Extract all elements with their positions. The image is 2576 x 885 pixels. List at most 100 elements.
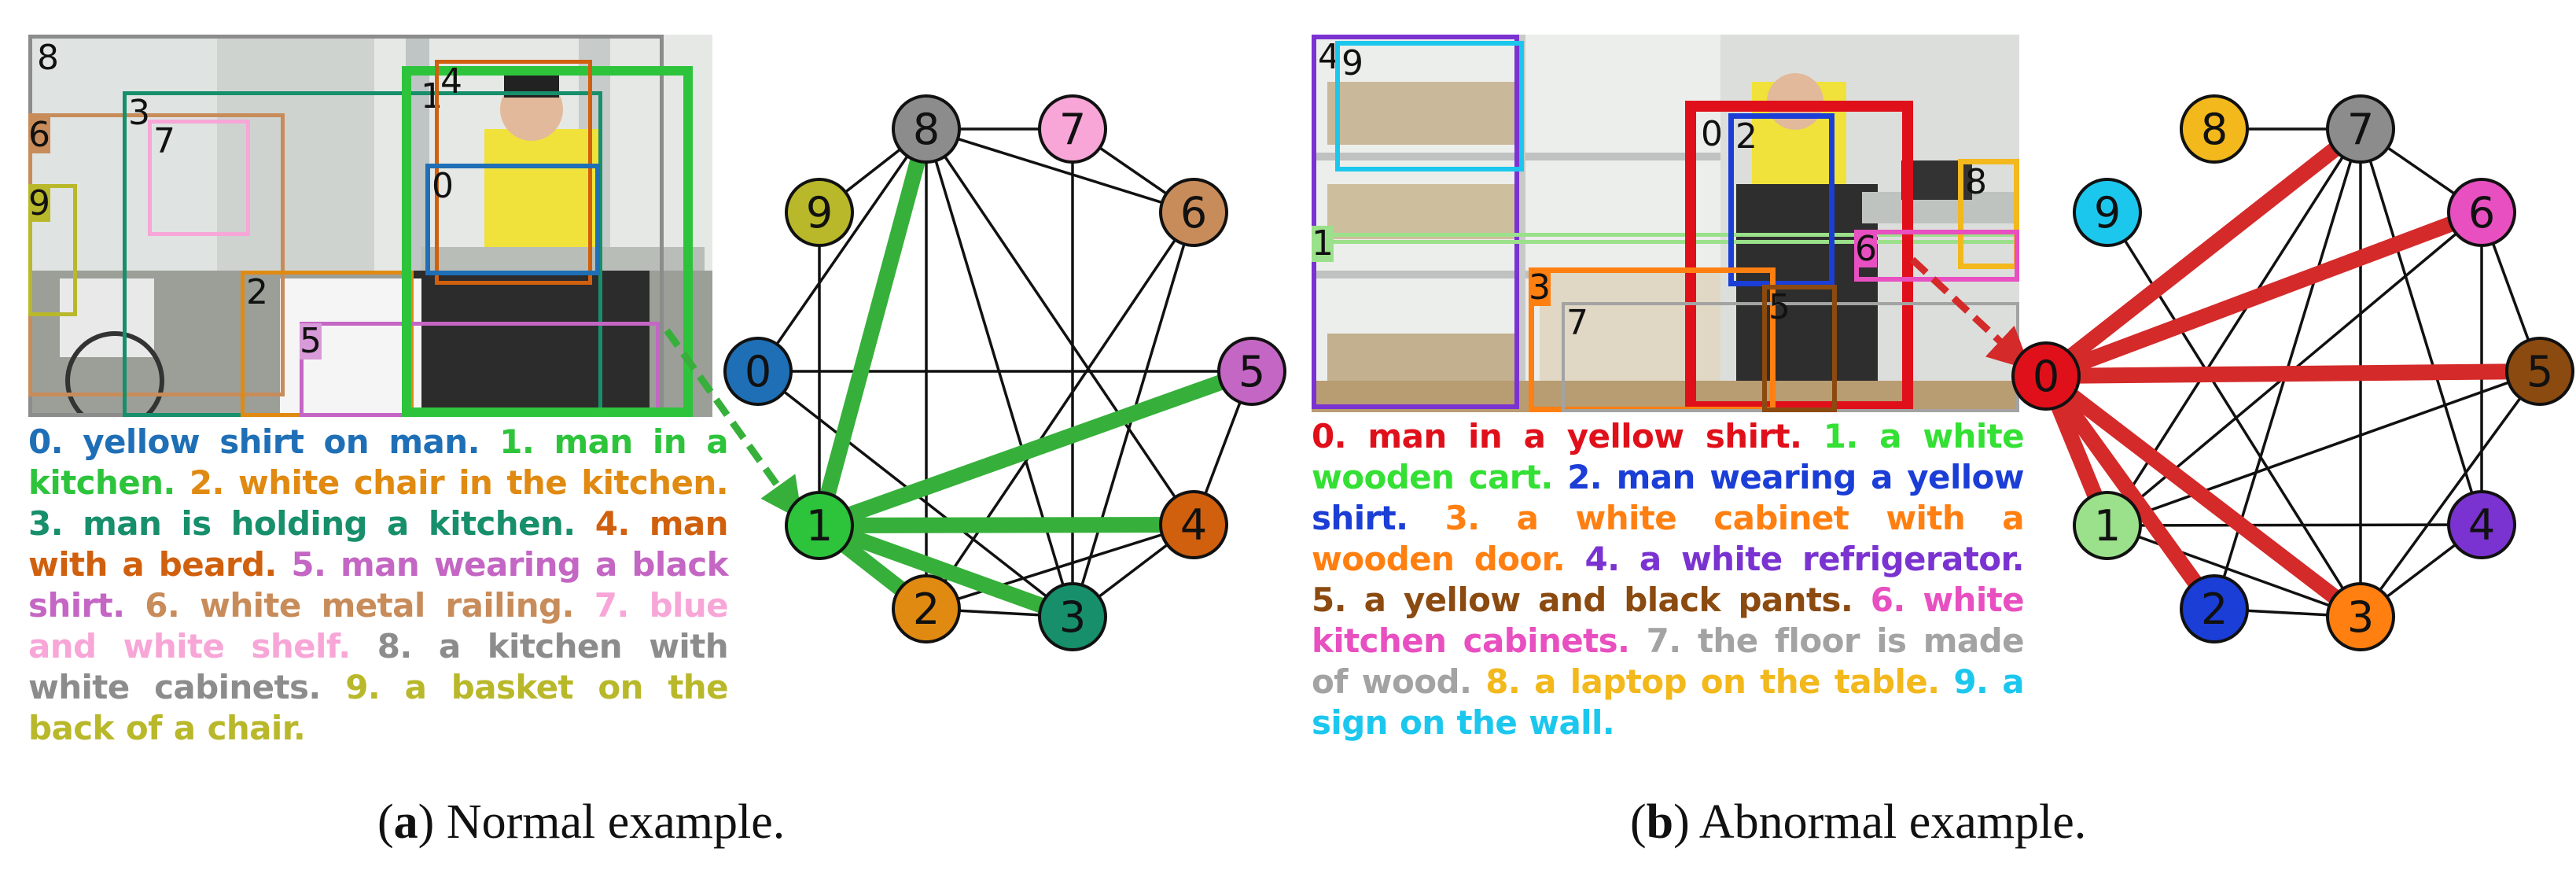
node-label: 2	[913, 584, 940, 634]
node-label: 1	[2094, 501, 2121, 551]
graph-edge-highlight-1-8	[811, 121, 934, 533]
node-label: 2	[2201, 584, 2228, 634]
graph-edge-0-8	[756, 128, 928, 372]
graph-edge-1-3	[2107, 524, 2361, 618]
graph-edge-highlight-1-3	[811, 518, 1080, 625]
graph-node-7: 7	[1038, 94, 1107, 164]
graph-node-1: 1	[2073, 491, 2142, 560]
description-6: 6. white metal railing.	[145, 586, 574, 625]
graph-node-5: 5	[2505, 337, 2574, 406]
object-descriptions-normal: 0. yellow shirt on man. 1. man in a kitc…	[28, 422, 729, 749]
bbox-label: 7	[153, 121, 175, 161]
node-circle	[2447, 490, 2516, 559]
scene-photo-abnormal: 4 9 1 0 2 8 6 3 7 5	[1312, 35, 2019, 412]
node-circle	[2447, 178, 2516, 247]
graph-edge-6-2	[925, 212, 1195, 610]
graph-edge-highlight-1-5	[811, 363, 1260, 533]
node-circle	[2180, 94, 2249, 164]
subfigure-caption-a: (a) Normal example.	[377, 795, 786, 849]
node-label: 4	[1180, 500, 1207, 550]
node-circle	[1159, 490, 1228, 559]
node-circle	[785, 491, 854, 560]
description-8: 8. a kitchen with white cabinets.	[28, 627, 729, 706]
graph-edge-8-4	[925, 128, 1195, 525]
description-5: 5. a yellow and black pants.	[1312, 581, 1853, 619]
graph-node-4: 4	[1159, 490, 1228, 559]
node-label: 3	[1059, 592, 1086, 642]
scene-photo-normal: 8 6 3 7 9 2 5 1 4 0	[28, 35, 712, 417]
graph-node-4: 4	[2447, 490, 2516, 559]
bbox-label: 3	[1529, 267, 1551, 308]
panel-normal-example: 8 6 3 7 9 2 5 1 4 0 0. yellow shirt on m…	[28, 35, 1286, 849]
node-circle	[2073, 178, 2142, 247]
bbox-label: 7	[1566, 303, 1588, 343]
node-label: 3	[2347, 592, 2374, 642]
graph-edge-2-4	[926, 523, 1194, 610]
graph-edge-highlight-0-5	[2038, 363, 2548, 384]
node-circle	[2326, 94, 2395, 164]
bbox-label: 2	[1735, 116, 1757, 157]
node-circle	[2326, 582, 2395, 651]
graph-node-0: 0	[2011, 341, 2081, 411]
node-label: 5	[2526, 347, 2553, 396]
node-circle	[1217, 337, 1286, 406]
graph-node-0: 0	[723, 337, 793, 406]
node-circle	[1038, 582, 1107, 651]
description-7: 7. the floor is made of wood.	[1312, 621, 2025, 701]
node-label: 0	[2033, 352, 2059, 401]
bbox-label: 6	[28, 115, 50, 155]
node-circle	[892, 574, 961, 643]
graph-edge-highlight-0-3	[2038, 368, 2368, 625]
description-2: 2. man wearing a yellow shirt.	[1312, 458, 2025, 537]
graph-node-5: 5	[1217, 337, 1286, 406]
graph-edge-5-3	[2359, 370, 2541, 618]
bbox-label: 9	[28, 183, 50, 223]
bbox-7: 7	[148, 120, 250, 236]
office-scene-illustration	[1312, 35, 2019, 412]
graph-edge-8-3	[925, 128, 1074, 618]
bbox-1: 1	[402, 66, 693, 417]
bbox-8: 8	[1958, 159, 2019, 269]
node-circle	[723, 337, 793, 406]
graph-node-3: 3	[1038, 582, 1107, 651]
object-descriptions-abnormal: 0. man in a yellow shirt. 1. a white woo…	[1312, 416, 2025, 743]
graph-node-6: 6	[1159, 178, 1228, 247]
graph-node-9: 9	[2073, 178, 2142, 247]
graph-node-2: 2	[2180, 574, 2249, 643]
node-circle	[2180, 574, 2249, 643]
bbox-label: 0	[1701, 114, 1723, 154]
description-3: 3. man is holding a kitchen.	[28, 504, 576, 543]
node-label: 1	[806, 501, 833, 551]
node-label: 0	[745, 347, 771, 396]
bbox-label: 8	[37, 38, 59, 78]
node-label: 7	[2347, 105, 2374, 154]
description-9: 9. a basket on the back of a chair.	[28, 668, 729, 747]
dashed-arrow	[1909, 256, 2031, 371]
bbox-label: 1	[421, 76, 443, 116]
bbox-2: 2	[1728, 113, 1834, 286]
node-circle	[892, 94, 961, 164]
graph-node-3: 3	[2326, 582, 2395, 651]
graph-edge-5-1	[2107, 370, 2541, 527]
bbox-label: 2	[246, 272, 268, 312]
description-0: 0. yellow shirt on man.	[28, 422, 480, 461]
description-4: 4. a white refrigerator.	[1584, 540, 2025, 578]
bbox-label: 1	[1312, 223, 1334, 264]
description-8: 8. a laptop on the table.	[1485, 662, 1940, 701]
description-3: 3. a white cabinet with a wooden door.	[1312, 499, 2025, 578]
graph-node-8: 8	[892, 94, 961, 164]
bbox-label: 9	[1341, 43, 1363, 83]
graph-edge-highlight-0-7	[2038, 121, 2368, 384]
bbox-0: 0	[425, 164, 600, 275]
bbox-4: 4	[435, 60, 592, 285]
graph-node-8: 8	[2180, 94, 2249, 164]
description-7: 7. blue and white shelf.	[28, 586, 729, 666]
bbox-label: 4	[440, 61, 462, 101]
dashed-arrow	[664, 328, 803, 521]
bbox-5: 5	[1762, 285, 1837, 412]
node-label: 9	[2094, 188, 2121, 238]
graph-node-1: 1	[785, 491, 854, 560]
bbox-label: 3	[128, 93, 150, 133]
